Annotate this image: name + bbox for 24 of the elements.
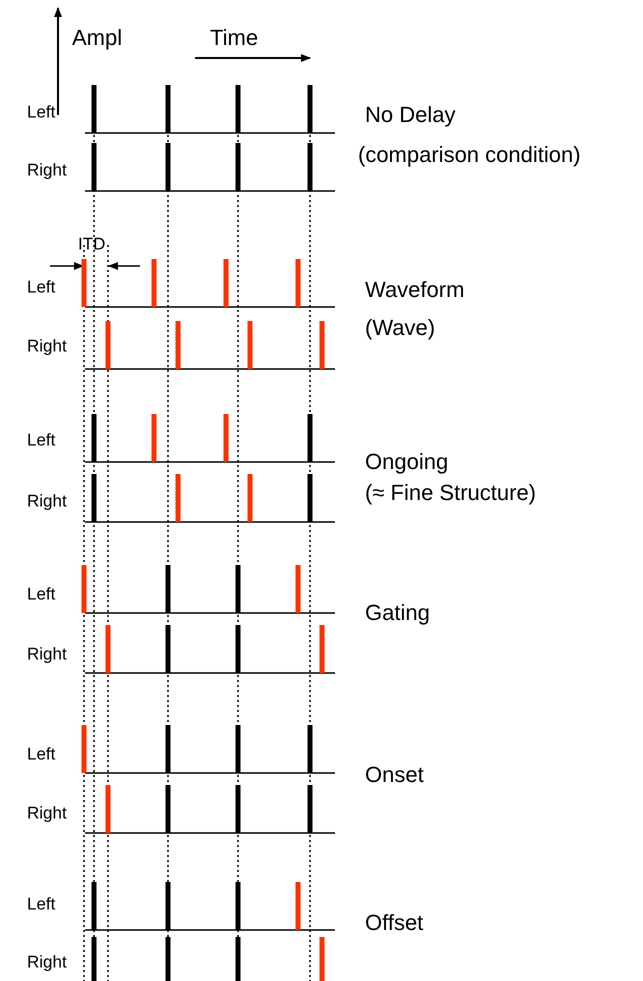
channel-label: Left — [27, 746, 56, 764]
channel-label: Left — [27, 432, 56, 450]
channel-label: Left — [27, 104, 56, 122]
axis-label: Ampl — [72, 26, 122, 50]
channel-label: Right — [27, 162, 67, 180]
channel-label: Right — [27, 338, 67, 356]
condition-label: Onset — [365, 762, 424, 788]
condition-label: No Delay — [365, 102, 456, 128]
condition-label: Gating — [365, 600, 430, 626]
condition-label: (Wave) — [365, 316, 436, 340]
axis-label: Time — [210, 26, 258, 50]
condition-label: (comparison condition) — [358, 142, 581, 168]
channel-label: Right — [27, 646, 67, 664]
dimension-label: ITD — [78, 236, 106, 254]
condition-label: Offset — [365, 910, 424, 936]
channel-label: Right — [27, 492, 67, 512]
channel-label: Left — [27, 896, 56, 914]
channel-label: Left — [27, 278, 56, 298]
channel-label: Right — [27, 954, 67, 972]
condition-label: Ongoing — [365, 450, 448, 474]
channel-label: Left — [27, 586, 56, 604]
condition-label: (≈ Fine Structure) — [365, 480, 536, 506]
condition-label: Waveform — [365, 278, 464, 302]
channel-label: Right — [27, 804, 67, 824]
